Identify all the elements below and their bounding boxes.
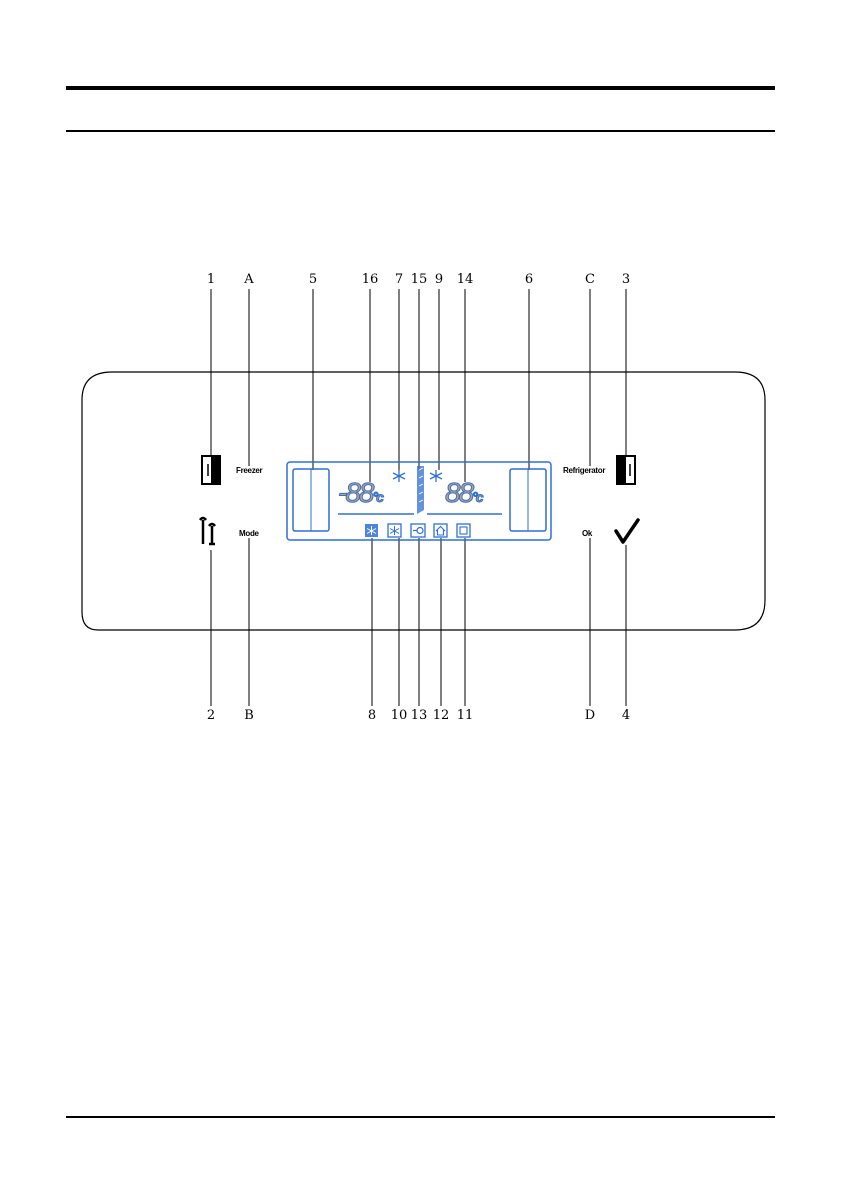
ok-check-icon [616,520,638,542]
fridge-temperature-readout: 88°c [445,477,482,513]
freezer-temp-value: -88 [338,477,372,508]
freezer-button-label[interactable]: Freezer [236,466,262,475]
lock-icon [411,524,425,537]
freezer-door-icon [202,456,220,484]
fridge-temp-unit: °c [472,489,481,505]
refrigerator-button-label[interactable]: Refrigerator [563,466,605,475]
mode-button-label[interactable]: Mode [239,529,259,538]
vacation-icon [457,524,470,537]
home-icon [434,524,447,537]
freezer-snowflake-icon [393,470,405,482]
leader-lines-bottom [211,538,626,706]
tools-icon [200,518,215,544]
freezer-temp-unit: °c [372,489,381,505]
fan-icon [388,524,401,537]
fridge-temp-value: 88 [445,477,472,508]
refrigerator-door-icon [617,456,635,484]
leader-lines-top [211,289,626,482]
super-freeze-icon [365,524,378,537]
fridge-snowflake-icon [430,470,442,482]
freezer-temperature-readout: -88°c [338,477,382,513]
ok-button-label[interactable]: Ok [582,529,592,538]
